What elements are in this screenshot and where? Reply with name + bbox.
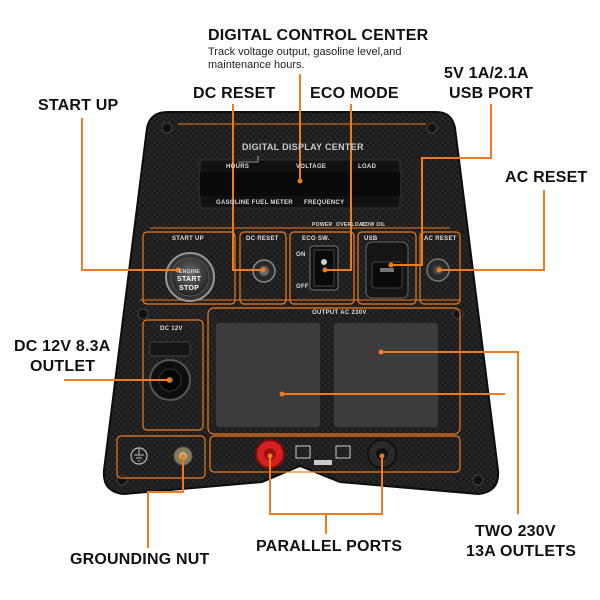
- dc12v-label: DC 12V: [160, 326, 183, 332]
- digital-control-desc-line1: Track voltage output, gasoline level,and: [208, 46, 402, 58]
- on-label: ON: [296, 252, 306, 258]
- panel-start-up: START UP: [172, 236, 204, 242]
- callout-lines: [64, 74, 545, 548]
- start-up-label: START UP: [38, 97, 119, 114]
- engine-label: ENGINE: [179, 269, 200, 275]
- panel-ac-reset: AC RESET: [424, 236, 457, 242]
- panel-eco-sw: ECO SW.: [302, 236, 330, 242]
- fuel-meter-label: GASOLINE FUEL METER: [216, 200, 293, 206]
- dc-outlet-label-line1: DC 12V 8.3A: [14, 338, 111, 355]
- dc-reset-label: DC RESET: [193, 85, 276, 102]
- power-label: POWER: [312, 222, 333, 228]
- output-label: OUTPUT AC 230V: [312, 310, 367, 316]
- load-label: LOAD: [358, 164, 377, 170]
- parallel-ports-label: PARALLEL PORTS: [256, 538, 403, 555]
- overload-label: OVERLOAD: [336, 222, 367, 228]
- grounding-nut-label: GROUNDING NUT: [70, 551, 210, 568]
- off-label: OFF: [296, 284, 309, 290]
- ac-outlets-label-line2: 13A OUTLETS: [466, 543, 577, 560]
- frequency-label: FREQUENCY: [304, 200, 345, 206]
- low-oil-label: LOW OIL: [362, 222, 386, 228]
- dc-outlet-label-line2: OUTLET: [30, 358, 96, 375]
- start-label: START: [177, 276, 202, 283]
- usb-port-label-line1: 5V 1A/2.1A: [444, 65, 529, 82]
- digital-control-center-title: DIGITAL CONTROL CENTER: [208, 27, 429, 44]
- stop-label: STOP: [179, 285, 200, 292]
- ac-reset-label: AC RESET: [505, 169, 588, 186]
- panel-usb: USB: [364, 236, 378, 242]
- voltage-label: VOLTAGE: [296, 164, 327, 170]
- digital-control-desc-line2: maintenance hours.: [208, 59, 305, 71]
- hours-label: HOURS: [226, 164, 250, 170]
- panel-dc-reset: DC RESET: [246, 236, 279, 242]
- display-title: DIGITAL DISPLAY CENTER: [242, 142, 364, 152]
- eco-mode-label: ECO MODE: [310, 85, 399, 102]
- ac-outlets-label-line1: TWO 230V: [475, 523, 556, 540]
- usb-port-label-line2: USB PORT: [449, 85, 534, 102]
